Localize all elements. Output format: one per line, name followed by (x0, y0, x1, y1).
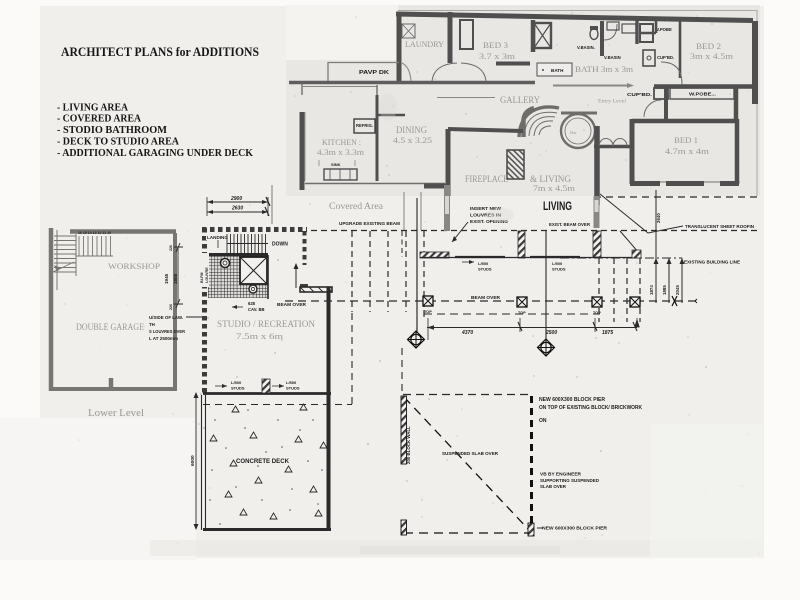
svg-text:BATH: BATH (551, 68, 564, 73)
svg-text:L/500: L/500 (552, 261, 563, 266)
svg-text:TRANSLUCENT SHEET ROOFIN: TRANSLUCENT SHEET ROOFIN (685, 224, 754, 230)
svg-text:TOP: TOP (518, 311, 526, 315)
svg-text:4.5 x 3.25: 4.5 x 3.25 (393, 136, 432, 145)
svg-text:4.7m x 4m: 4.7m x 4m (665, 147, 710, 156)
svg-text:DINING: DINING (396, 125, 427, 135)
svg-text:BATH 3m x 3m: BATH 3m x 3m (575, 65, 634, 74)
svg-text:1875: 1875 (602, 330, 613, 336)
svg-text:LOUVRES IN: LOUVRES IN (470, 213, 502, 219)
svg-text:226: 226 (169, 245, 173, 251)
svg-text:Entry Level: Entry Level (598, 99, 626, 105)
svg-text:KITCHEN :: KITCHEN : (322, 137, 361, 147)
svg-text:7.5m x 6m: 7.5m x 6m (236, 331, 283, 341)
svg-text:DOUBLE GARAGE: DOUBLE GARAGE (76, 322, 144, 332)
svg-text:EXISTING BUILDING LINE: EXISTING BUILDING LINE (684, 260, 741, 266)
svg-text:UPGRADE EXISTING BEAM: UPGRADE EXISTING BEAM (339, 221, 400, 227)
svg-text:S LOUVRES OVER: S LOUVRES OVER (149, 329, 186, 334)
svg-text:SUPPORTING SUSPENDED: SUPPORTING SUSPENDED (540, 478, 600, 483)
svg-text:WORKSHOP: WORKSHOP (108, 261, 160, 271)
svg-text:SLAB OVER: SLAB OVER (540, 484, 567, 489)
svg-text:CUP'BD.: CUP'BD. (627, 92, 652, 97)
svg-text:Covered Area: Covered Area (329, 201, 383, 211)
svg-text:CAV. BB: CAV. BB (248, 307, 265, 312)
svg-text:2630: 2630 (231, 206, 243, 212)
svg-text:LOUVRE: LOUVRE (205, 267, 209, 283)
svg-text:6000: 6000 (190, 455, 196, 466)
svg-text:- DECK TO STUDIO AREA: - DECK TO STUDIO AREA (57, 137, 180, 148)
svg-text:V.BASIN.: V.BASIN. (577, 45, 595, 50)
svg-text:BED 3: BED 3 (483, 40, 509, 50)
svg-text:7m x 4.5m: 7m x 4.5m (533, 184, 576, 193)
svg-text:NEW 600X300 BLOCK PIER: NEW 600X300 BLOCK PIER (542, 526, 608, 531)
svg-text:EXIST. BEAM OVER: EXIST. BEAM OVER (549, 222, 590, 228)
svg-text:4370: 4370 (461, 330, 473, 336)
svg-text:GALLERY: GALLERY (500, 95, 540, 105)
svg-text:STUDS: STUDS (231, 386, 245, 391)
svg-text:SUSPENDED SLAB OVER: SUSPENDED SLAB OVER (442, 451, 499, 457)
svg-text:BED 2: BED 2 (696, 41, 721, 51)
svg-text:V.BASIN: V.BASIN (604, 55, 621, 60)
svg-text:LIVING: LIVING (543, 199, 572, 213)
svg-text:- ADDITIONAL GARAGING UNDER DE: - ADDITIONAL GARAGING UNDER DECK (57, 148, 253, 159)
svg-text:2500: 2500 (545, 330, 557, 336)
svg-text:16 15 14 13 12 11 10: 16 15 14 13 12 11 10 (78, 231, 111, 235)
svg-text:Lower Level: Lower Level (88, 408, 144, 419)
svg-text:- COVERED AREA: - COVERED AREA (57, 114, 142, 125)
svg-text:DOWN: DOWN (272, 242, 288, 248)
svg-text:1885: 1885 (662, 285, 667, 295)
svg-text:1945: 1945 (164, 273, 169, 284)
svg-text:BEAM OVER: BEAM OVER (471, 295, 501, 301)
svg-text:2900: 2900 (230, 196, 242, 202)
svg-text:STUDS: STUDS (478, 267, 492, 272)
svg-text:INSERT NEW: INSERT NEW (470, 206, 501, 212)
svg-text:U/SIDE OF LAW.: U/SIDE OF LAW. (149, 315, 183, 320)
svg-text:STUDS: STUDS (552, 267, 566, 272)
svg-text:EXIST. OPENING: EXIST. OPENING (470, 219, 508, 225)
svg-text:3m x 4.5m: 3m x 4.5m (690, 52, 734, 61)
svg-text:Bar: Bar (570, 130, 577, 135)
svg-text:2045: 2045 (675, 285, 680, 295)
svg-text:W.POBE...: W.POBE... (689, 92, 716, 97)
svg-text:226: 226 (169, 304, 173, 310)
svg-text:1800: 1800 (173, 273, 178, 284)
svg-text:BI-FM: BI-FM (200, 272, 204, 283)
svg-text:LAUNDRY: LAUNDRY (405, 39, 444, 49)
svg-text:- STODIO BATHROOM: - STODIO BATHROOM (57, 125, 167, 136)
svg-text:200 BLOCK WALL: 200 BLOCK WALL (406, 426, 411, 464)
svg-text:REFRIG.: REFRIG. (356, 123, 373, 128)
svg-text:SINK: SINK (331, 162, 341, 167)
svg-text:W.POBE: W.POBE (655, 27, 672, 32)
svg-text:FIREPLACE: FIREPLACE (465, 174, 508, 184)
svg-text:628: 628 (248, 301, 256, 306)
svg-text:L/500: L/500 (286, 380, 297, 385)
svg-text:STUDS: STUDS (286, 386, 300, 391)
svg-text:L/500: L/500 (478, 261, 489, 266)
svg-text:PAVP DK: PAVP DK (359, 70, 389, 76)
svg-text:CONCRETE DECK: CONCRETE DECK (236, 459, 290, 465)
svg-text:LANDING: LANDING (207, 235, 228, 240)
svg-text:2640: 2640 (656, 213, 661, 223)
svg-text:TH: TH (149, 322, 155, 327)
svg-text:NEW 600X300 BLOCK PIER: NEW 600X300 BLOCK PIER (539, 397, 605, 403)
svg-text:STUDIO / RECREATION: STUDIO / RECREATION (217, 319, 315, 330)
svg-text:L AT 2500mm: L AT 2500mm (149, 336, 178, 341)
svg-text:BEAM OVER: BEAM OVER (277, 302, 307, 308)
svg-text:TOP: TOP (593, 311, 601, 315)
svg-text:ON TOP OF EXISTING BLOCK/ BRIC: ON TOP OF EXISTING BLOCK/ BRICKWORK (539, 405, 642, 411)
svg-text:ON: ON (539, 418, 547, 424)
svg-text:VB BY ENGINEER: VB BY ENGINEER (540, 472, 582, 477)
svg-text:L/500: L/500 (231, 380, 242, 385)
svg-text:ARCHITECT PLANS for ADDITIONS: ARCHITECT PLANS for ADDITIONS (61, 45, 259, 59)
svg-text:& LIVING: & LIVING (530, 174, 572, 184)
svg-text:BED 1: BED 1 (674, 135, 698, 145)
svg-text:- LIVING AREA: - LIVING AREA (57, 103, 129, 114)
svg-text:CUP'BD.: CUP'BD. (657, 55, 674, 60)
svg-text:1874: 1874 (649, 285, 654, 295)
svg-text:3.7 x 3m: 3.7 x 3m (479, 52, 516, 61)
svg-text:TOP: TOP (424, 310, 432, 314)
svg-text:4.3m x 3.3m: 4.3m x 3.3m (317, 148, 365, 157)
